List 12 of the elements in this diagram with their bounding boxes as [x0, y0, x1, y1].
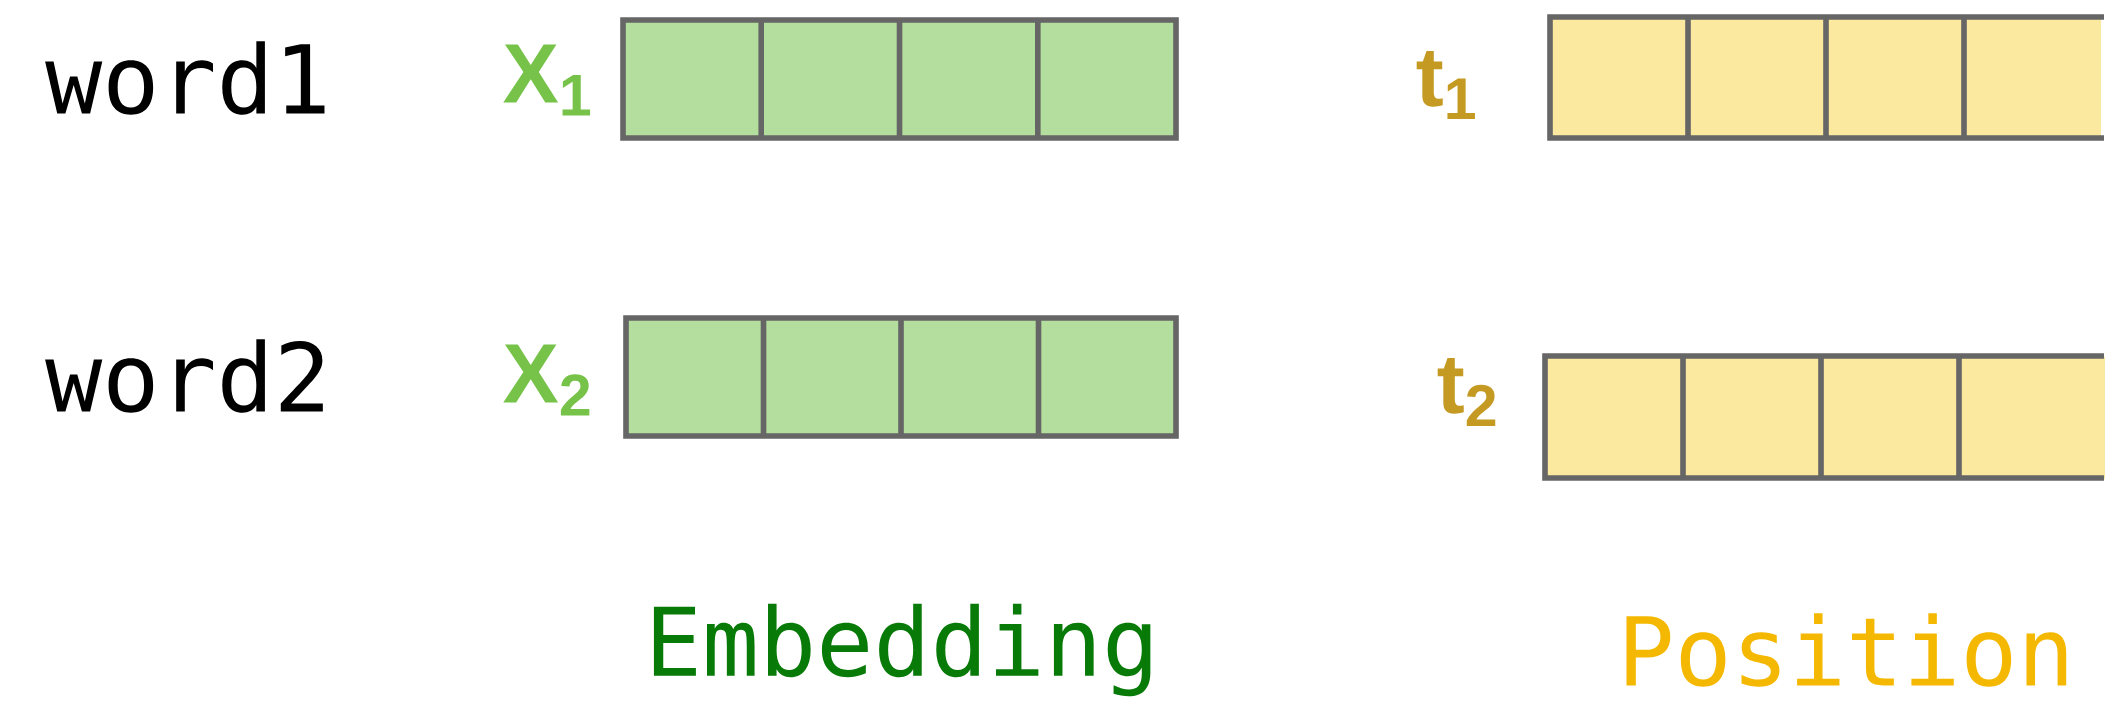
- vector-bar: [623, 315, 1179, 439]
- caption: Position: [1626, 613, 2067, 687]
- vector-label: X$_{2}$: [503, 344, 590, 416]
- vector-bar: [1542, 353, 2105, 481]
- vector-label: t$_{2}$: [1437, 357, 1496, 427]
- vector-bar: [620, 17, 1179, 141]
- vector-bar: [1547, 14, 2104, 141]
- vector-label: t$_{1}$: [1416, 50, 1475, 120]
- vector-label: X$_{1}$: [503, 44, 591, 116]
- word-label: word1: [45, 41, 325, 115]
- caption: Embedding: [653, 603, 1151, 697]
- word-label: word2: [45, 339, 323, 413]
